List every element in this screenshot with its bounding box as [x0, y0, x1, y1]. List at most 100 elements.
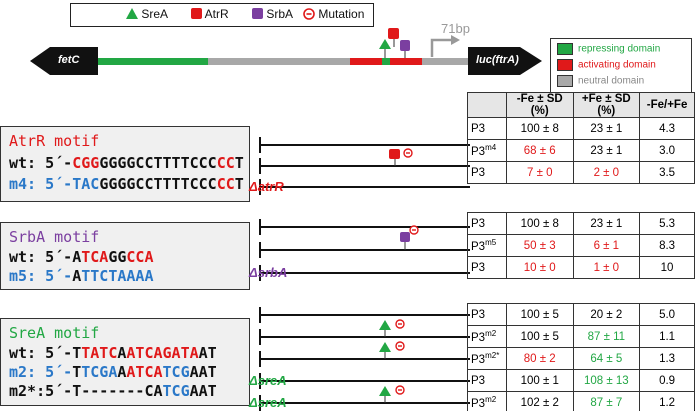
sequence-prefix: wt: 5´-: [9, 344, 73, 362]
srea-site-segment: [382, 58, 390, 65]
atrr-binding-icon: [389, 149, 400, 159]
sequence-segment: AAT: [189, 382, 217, 400]
construct-name: P3: [471, 217, 486, 230]
sequence-segment: CC: [216, 175, 235, 193]
plus-value-cell: 23 ± 1: [572, 139, 641, 162]
ratio-value-cell: 8.3: [639, 234, 695, 257]
plus-value-cell: 1 ± 0: [572, 256, 641, 279]
construct-mutation-superscript: m5: [485, 238, 497, 248]
sequence-segment: GG: [108, 248, 127, 266]
sequence-segment: T: [234, 175, 244, 193]
ratio-value-cell: 1.2: [639, 391, 695, 411]
legend-item-mutation: Mutation: [303, 7, 364, 21]
sequence-segment: AGATA: [153, 344, 199, 362]
repressing-swatch: [557, 43, 573, 55]
ratio-value-cell: 3.0: [639, 139, 695, 162]
plus-value-cell: 64 ± 5: [572, 347, 641, 370]
table-header-row: -Fe ± SD (%)+Fe ± SD (%)-Fe/+Fe: [467, 92, 695, 118]
sequence-segment: A: [117, 344, 127, 362]
ratio-value-cell: 0.9: [639, 369, 695, 392]
sequence-segment: CC: [216, 154, 235, 172]
ratio-value-cell: 1.3: [639, 347, 695, 370]
motif-title: SreA motif: [9, 324, 100, 342]
sequence-prefix: m2: 5´-: [9, 363, 73, 381]
srea-motif-box: SreA motif wt: 5´-TTATCAATCAGATAAT m2: 5…: [0, 318, 250, 406]
locus-map: [30, 28, 542, 75]
plus-value-cell: 87 ± 7: [572, 391, 641, 411]
red-square-icon: [191, 8, 202, 19]
sequence-prefix: wt: 5´-: [9, 154, 73, 172]
construct-mutation-superscript: m2*: [485, 351, 500, 361]
activating-domain-segment-2: [390, 58, 422, 65]
sequence-segment: A: [72, 267, 82, 285]
construct-name: P3: [471, 331, 486, 344]
construct-name-cell: P3: [467, 303, 507, 326]
srea-binding-icon: [379, 320, 391, 330]
srba-binding-icon: [400, 40, 410, 51]
group-spacer: [468, 279, 695, 304]
minus-value-cell: 50 ± 3: [505, 234, 574, 257]
construct-name: P3: [471, 353, 486, 366]
motif-title: SrbA motif: [9, 228, 100, 246]
sequence-segment: TCA: [81, 248, 109, 266]
srea-mutation-m2: [379, 319, 405, 337]
sequence-segment: GGGGCCTTTTCCC: [99, 154, 217, 172]
sequence-segment: T: [234, 154, 244, 172]
legend-item-srba: SrbA: [252, 7, 293, 21]
delta-srea-label-2: ΔsreA: [249, 395, 287, 410]
minus-value-cell: 102 ± 2: [505, 391, 574, 411]
construct-mutation-superscript: m2: [485, 395, 497, 405]
construct-name-cell: P3: [467, 369, 507, 392]
header-blank-cell: [467, 92, 507, 118]
construct-name-cell: P3: [467, 256, 507, 279]
construct-name-cell: P3m2: [467, 325, 507, 348]
minus-value-cell: 100 ± 5: [505, 325, 574, 348]
right-gene-label: luc(ftrA): [476, 54, 519, 66]
domain-legend-repressing: repressing domain: [557, 43, 660, 55]
column-header: -Fe ± SD (%): [505, 92, 574, 118]
group-spacer: [468, 184, 695, 213]
minus-value-cell: 68 ± 6: [505, 139, 574, 162]
column-header: +Fe ± SD (%): [572, 92, 641, 118]
srba-binding-icon: [400, 232, 410, 242]
activating-swatch: [557, 59, 573, 71]
activating-domain-segment: [350, 58, 382, 65]
domain-legend-neutral: neutral domain: [557, 75, 644, 87]
srea-binding-icon: [379, 342, 391, 352]
sequence-segment: CGG: [72, 154, 100, 172]
srea-m2-sequence: m2: 5´-TTCGAAATCATCGAAT: [9, 363, 217, 381]
legend-item-atrr: AtrR: [191, 7, 229, 21]
legend-item-srea: SreA: [126, 7, 168, 21]
construct-diagram: [259, 137, 470, 411]
construct-name-cell: P3m2: [467, 391, 507, 411]
atrr-binding-icon: [388, 28, 399, 39]
srea-binding-icon: [379, 386, 391, 396]
sequence-segment: ATCA: [126, 363, 163, 381]
sequence-segment: TCG: [162, 363, 190, 381]
minus-value-cell: 80 ± 2: [505, 347, 574, 370]
construct-name: P3: [471, 122, 486, 135]
fetC-gene-arrow: [30, 47, 98, 75]
distance-label: 71bp: [441, 21, 470, 36]
construct-name: P3: [471, 261, 486, 274]
domain-legend-activating: activating domain: [557, 59, 656, 71]
sequence-segment: GGGGCCTTTTCCC: [99, 175, 217, 193]
sequence-segment: T: [72, 344, 82, 362]
construct-mutation-superscript: m4: [485, 143, 497, 153]
sequence-prefix: wt: 5´-: [9, 248, 73, 266]
sequence-segment: A: [117, 363, 127, 381]
construct-name: P3: [471, 166, 486, 179]
purple-square-icon: [252, 8, 263, 19]
sequence-segment: A: [72, 248, 82, 266]
sequence-segment: AAT: [189, 363, 217, 381]
srea-mutation-deletion: [379, 385, 405, 403]
